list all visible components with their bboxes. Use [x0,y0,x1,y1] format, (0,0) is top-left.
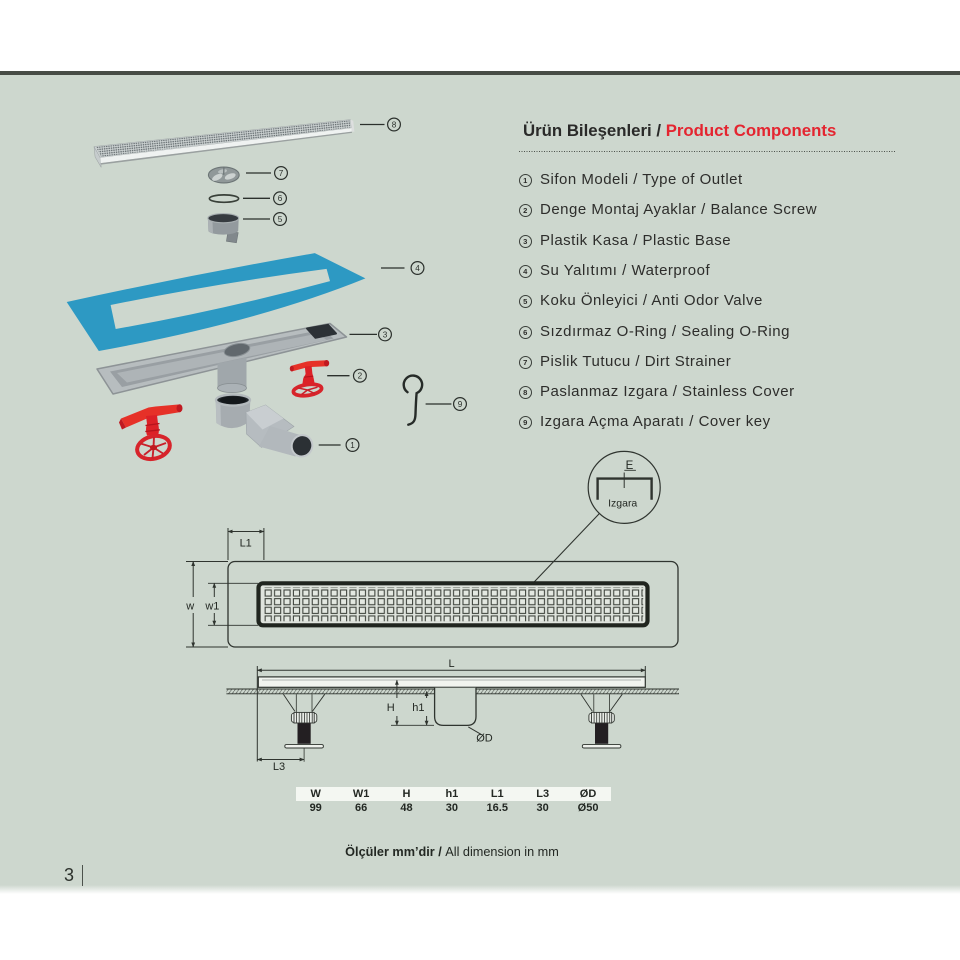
svg-text:4: 4 [415,264,420,273]
svg-text:L3: L3 [273,761,285,773]
svg-text:L1: L1 [240,538,252,550]
svg-text:3: 3 [383,330,388,339]
svg-text:9: 9 [458,400,463,409]
svg-text:w: w [185,601,194,613]
svg-text:5: 5 [278,215,283,224]
svg-text:6: 6 [278,194,283,203]
svg-text:7: 7 [279,169,284,178]
svg-text:L: L [448,658,454,670]
svg-text:2: 2 [358,372,363,381]
svg-text:h1: h1 [412,702,424,714]
svg-text:1: 1 [350,441,355,450]
svg-text:Izgara: Izgara [608,498,637,510]
svg-text:E: E [626,460,634,472]
svg-text:w1: w1 [204,601,219,613]
svg-text:ØD: ØD [476,733,493,745]
svg-text:H: H [387,702,395,714]
svg-text:8: 8 [392,120,397,129]
